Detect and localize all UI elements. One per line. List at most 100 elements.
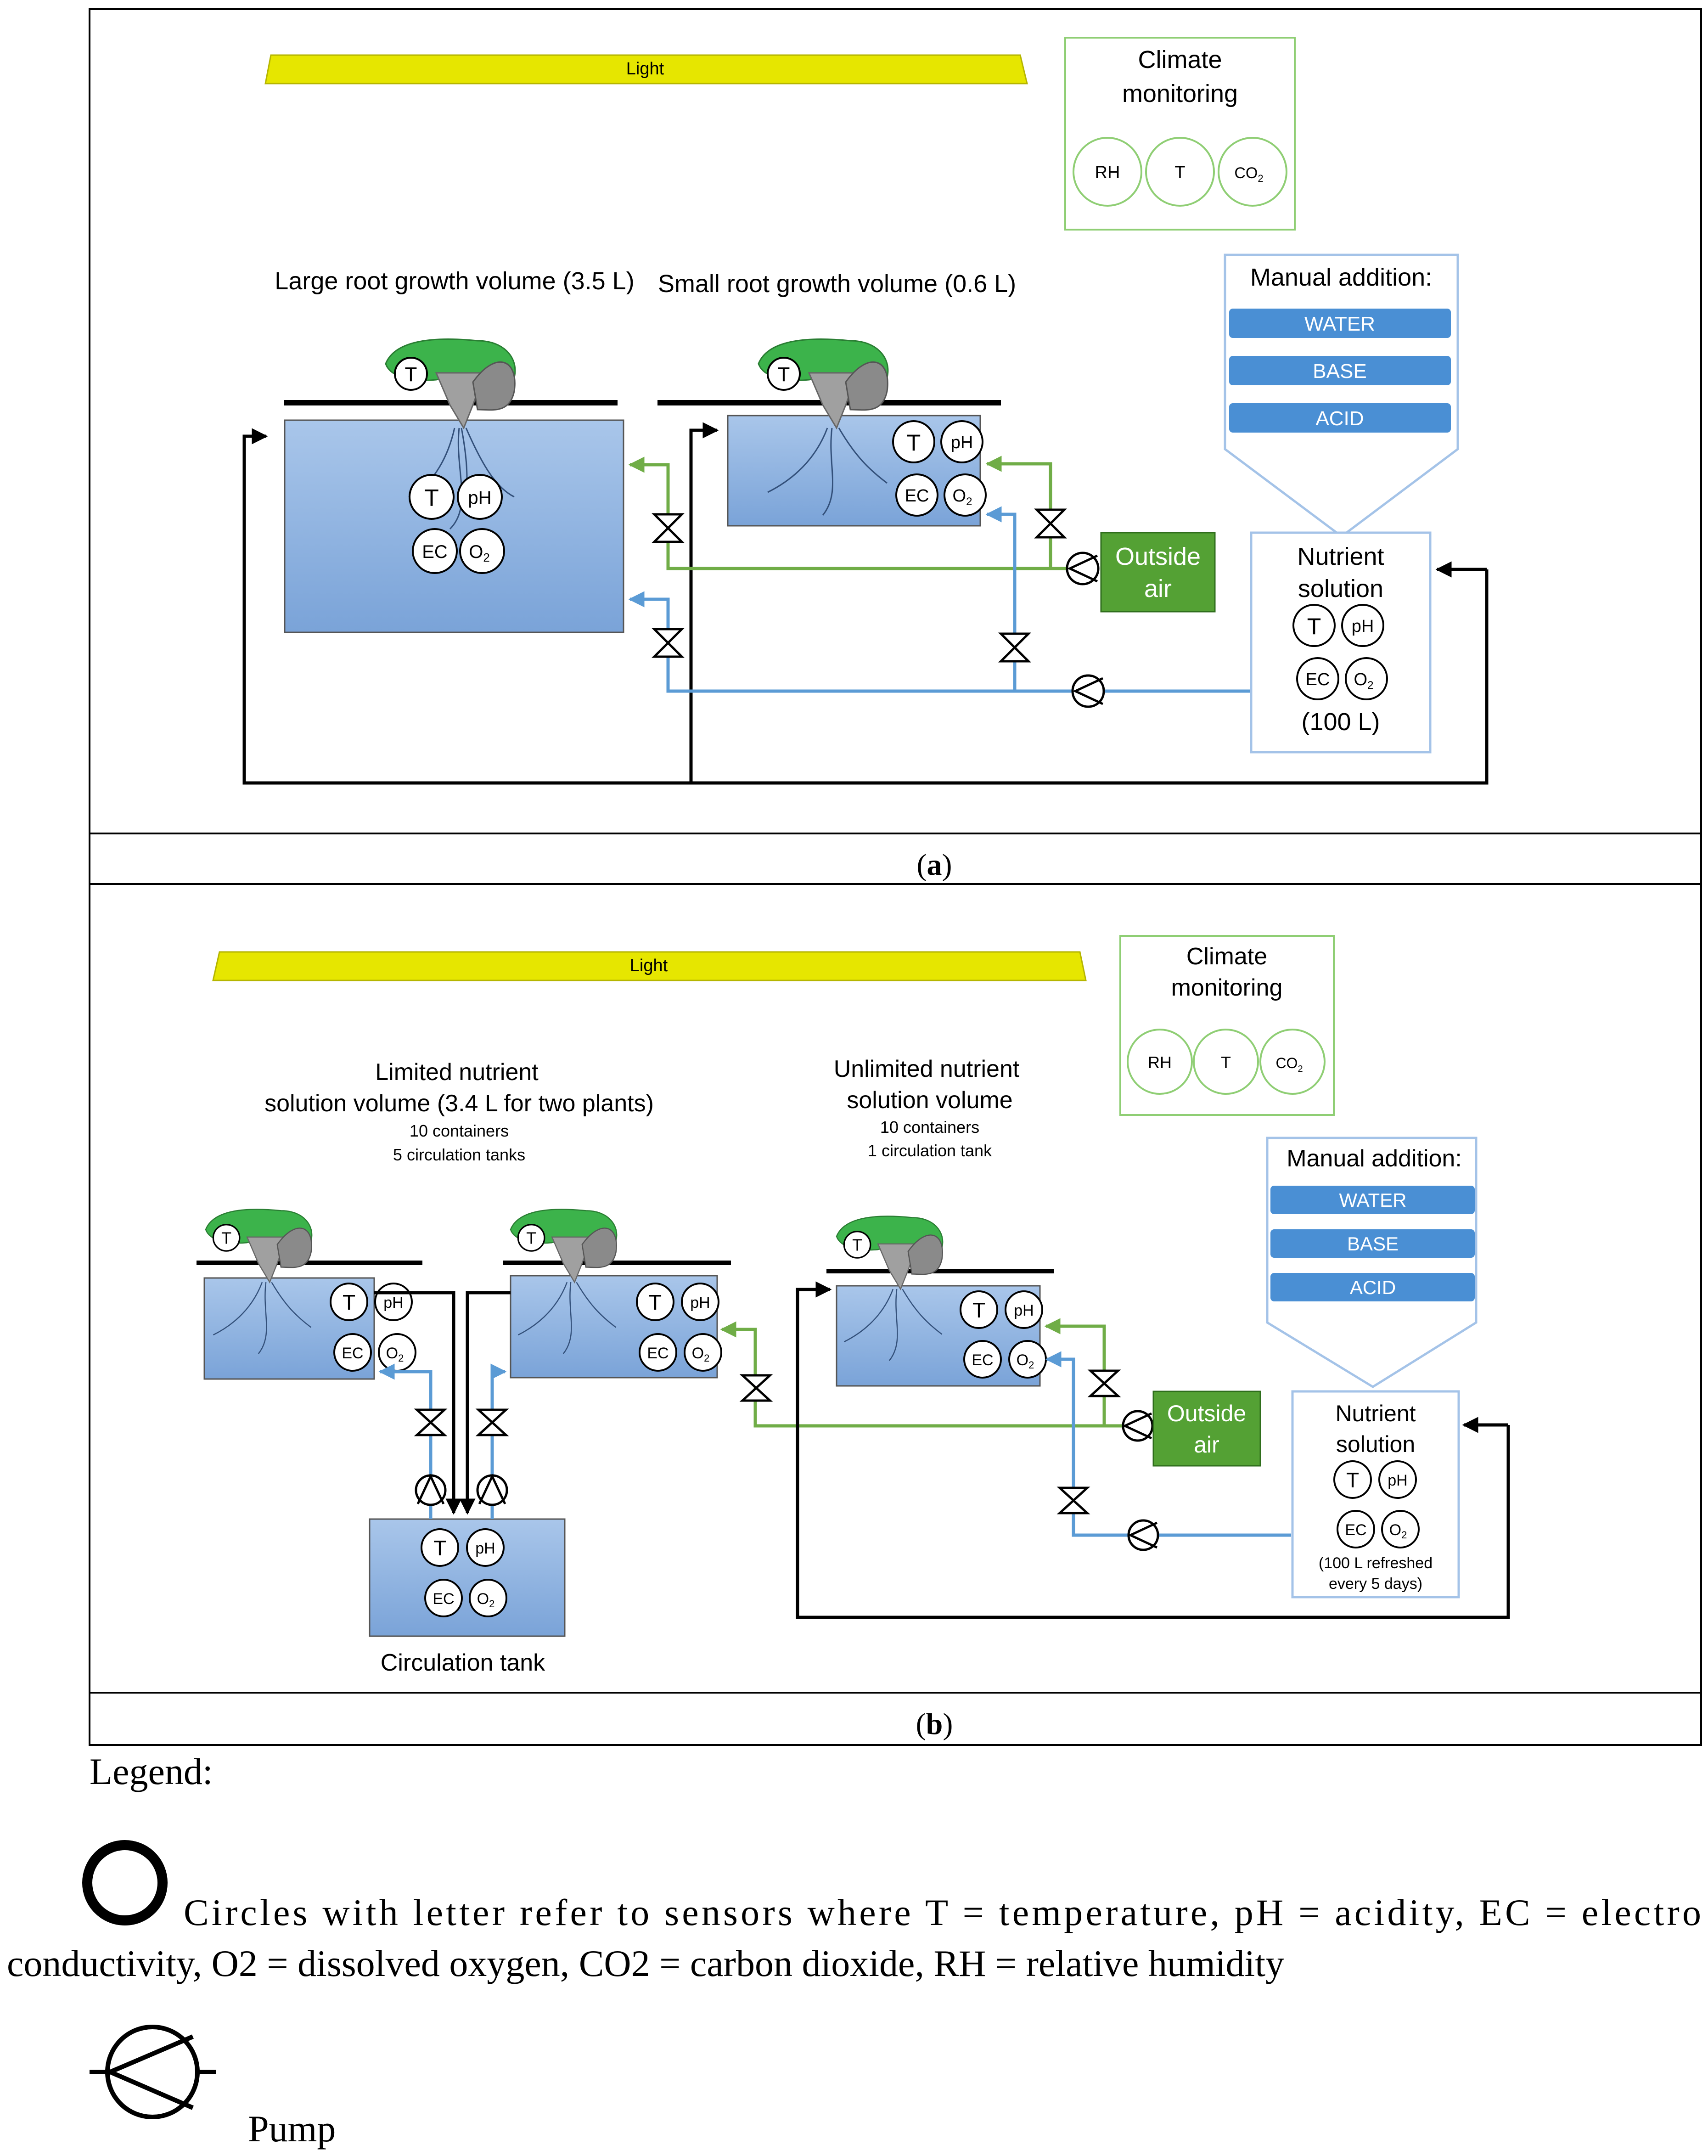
svg-text:T: T: [1307, 614, 1321, 639]
svg-text:T: T: [221, 1229, 231, 1248]
svg-text:Limited nutrient: Limited nutrient: [375, 1059, 539, 1086]
svg-text:Nutrient: Nutrient: [1297, 543, 1384, 570]
svg-text:T: T: [1346, 1468, 1359, 1492]
base-label: BASE: [1313, 360, 1366, 383]
nutrient-line-main: [628, 591, 1251, 693]
base-addition: [1229, 356, 1451, 385]
svg-text:every 5 days): every 5 days): [1329, 1575, 1422, 1593]
svg-text:(100 L refreshed: (100 L refreshed: [1319, 1554, 1433, 1572]
plant-large: T: [385, 338, 516, 530]
panel-a: Light Climate monitoring RH T CO2 Large …: [242, 37, 1489, 785]
t-sensor-label: T: [1174, 163, 1185, 182]
return-line-small: [689, 422, 719, 783]
panel-b-caption: (b): [916, 1707, 953, 1741]
climate-title-line1: Climate: [1138, 46, 1222, 73]
svg-text:Unlimited nutrient: Unlimited nutrient: [834, 1056, 1020, 1082]
svg-text:Circulation tank: Circulation tank: [381, 1649, 545, 1676]
water-label: WATER: [1304, 313, 1375, 335]
air-line-small: [985, 456, 1052, 569]
svg-text:10 containers: 10 containers: [880, 1118, 979, 1137]
light-bar: [264, 54, 1028, 84]
pump-icon: [1066, 552, 1105, 708]
svg-text:Outside: Outside: [1115, 543, 1201, 570]
sensor-legend-icon: [82, 1840, 168, 1925]
panel-b-frame: [89, 883, 1702, 1746]
svg-text:air: air: [1194, 1432, 1219, 1458]
pump-legend-icon: [90, 2025, 216, 2119]
svg-text:EC: EC: [422, 542, 448, 562]
outside-air-box: [1152, 1390, 1261, 1467]
return-line-large: [242, 428, 1489, 785]
svg-text:Manual addition:: Manual addition:: [1287, 1145, 1462, 1172]
nutrient-solution-tank: [1291, 1390, 1460, 1599]
svg-text:EC: EC: [342, 1345, 363, 1362]
svg-text:pH: pH: [1388, 1472, 1407, 1489]
small-root-label: Small root growth volume (0.6 L): [658, 270, 1016, 298]
svg-text:O2: O2: [953, 486, 972, 508]
svg-text:pH: pH: [951, 433, 973, 452]
svg-text:Outside: Outside: [1167, 1401, 1246, 1426]
svg-text:monitoring: monitoring: [1171, 974, 1283, 1001]
large-root-label: Large root growth volume (3.5 L): [275, 267, 634, 295]
svg-text:RH: RH: [1148, 1053, 1172, 1072]
acid-addition: [1229, 403, 1451, 433]
climate-title-line2: monitoring: [1122, 80, 1238, 107]
light-label: Light: [626, 59, 664, 79]
svg-text:T: T: [526, 1229, 536, 1248]
nutrient-solution-tank: [1250, 531, 1432, 754]
circulation-tank: [369, 1518, 566, 1637]
svg-text:O2: O2: [1354, 670, 1374, 692]
plant-unlimited: T: [836, 1216, 944, 1361]
svg-text:pH: pH: [1352, 617, 1374, 636]
svg-text:pH: pH: [468, 488, 491, 508]
svg-text:Nutrient: Nutrient: [1335, 1401, 1416, 1426]
svg-text:ACID: ACID: [1350, 1277, 1396, 1298]
svg-text:T: T: [343, 1290, 355, 1314]
sensor-legend-text-1: Circles with letter refer to sensors whe…: [184, 1891, 1701, 1933]
limited-tank-right: [510, 1275, 718, 1379]
svg-text:T: T: [852, 1236, 862, 1255]
svg-text:T: T: [433, 1536, 446, 1560]
plant-small-temp-sensor: T: [778, 363, 790, 386]
light-bar: [212, 951, 1087, 981]
svg-text:WATER: WATER: [1339, 1189, 1407, 1211]
large-root-tank: [284, 419, 624, 633]
svg-text:(100 L): (100 L): [1301, 708, 1380, 736]
svg-text:pH: pH: [690, 1294, 710, 1312]
svg-text:solution volume (3.4 L for two: solution volume (3.4 L for two plants): [264, 1090, 654, 1117]
svg-text:BASE: BASE: [1347, 1233, 1399, 1255]
svg-text:Climate: Climate: [1186, 943, 1267, 970]
acid-label: ACID: [1315, 407, 1364, 430]
svg-text:solution: solution: [1298, 575, 1383, 602]
svg-text:pH: pH: [1014, 1302, 1034, 1319]
manual-addition-box: [1224, 253, 1459, 538]
nutrient-line-small: [985, 506, 1017, 691]
sensor-legend-text-2: conductivity, O2 = dissolved oxygen, CO2…: [7, 1942, 1284, 1984]
co2-sensor-icon: [1218, 137, 1287, 207]
pump-legend-label: Pump: [248, 2108, 336, 2150]
legend: Legend: Circles with letter refer to sen…: [7, 1751, 1701, 2150]
water-addition: [1229, 309, 1451, 338]
svg-text:T: T: [972, 1298, 985, 1322]
svg-text:solution: solution: [1336, 1431, 1415, 1457]
outside-air-box: [1100, 532, 1216, 613]
svg-text:pH: pH: [383, 1294, 403, 1312]
svg-text:EC: EC: [1306, 670, 1330, 689]
valve-icon: [651, 508, 1068, 663]
panel-a-caption: (a): [917, 848, 952, 882]
rh-sensor-icon: [1073, 137, 1142, 207]
large-tank-sensors: T pH EC O2: [409, 474, 505, 574]
plant-small: T: [758, 338, 889, 516]
svg-text:EC: EC: [972, 1351, 993, 1369]
svg-text:EC: EC: [905, 486, 929, 506]
plant-temp-sensor: T: [405, 363, 417, 386]
svg-text:10 containers: 10 containers: [410, 1121, 509, 1140]
svg-text:T: T: [907, 430, 921, 456]
svg-text:pH: pH: [475, 1540, 495, 1557]
svg-text:T: T: [1221, 1053, 1231, 1072]
panel-b: Light Climate monitoring RH T CO2 Limite…: [197, 935, 1510, 1676]
svg-text:Light: Light: [630, 956, 668, 975]
svg-text:T: T: [424, 485, 439, 512]
svg-text:O2: O2: [469, 542, 490, 564]
